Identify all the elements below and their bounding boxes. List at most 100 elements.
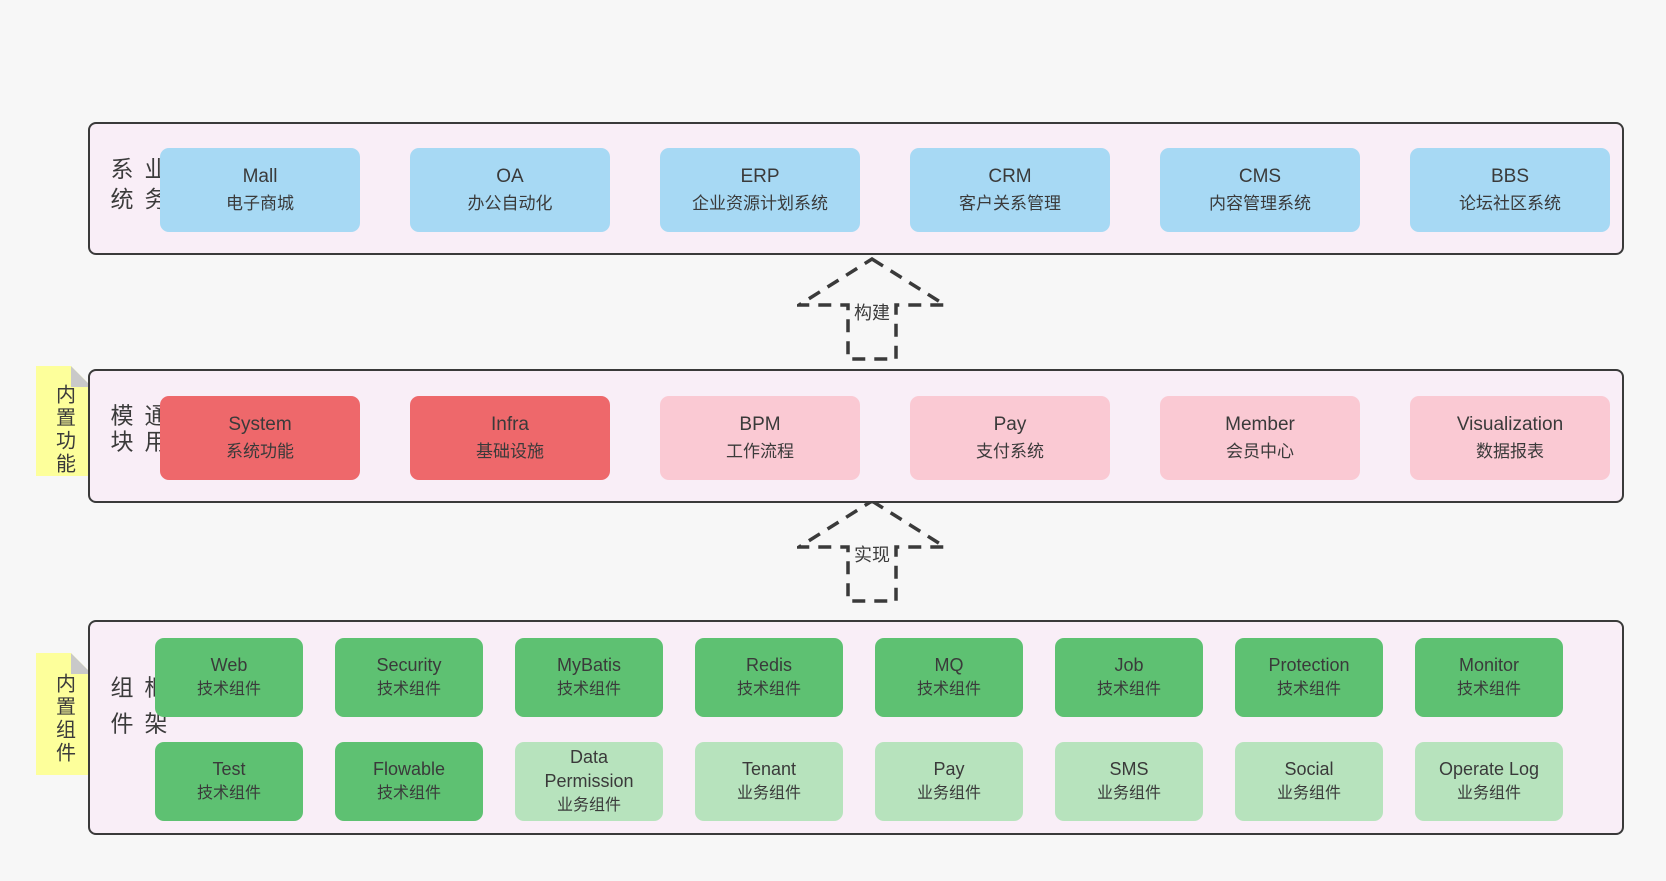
box-web-name: Web [210, 654, 248, 675]
box-pay-desc: 支付系统 [976, 442, 1044, 462]
box-data-permission: Data Permission 业务组件 [515, 742, 663, 821]
box-mybatis-name: MyBatis [556, 654, 621, 675]
box-protection: Protection 技术组件 [1235, 638, 1383, 717]
band-business-systems: 业务系统 Mall 电子商城 OA 办公自动化 ERP 企业资源计划系统 CRM… [88, 122, 1624, 255]
box-flowable: Flowable 技术组件 [335, 742, 483, 821]
box-operate-log-desc: 业务组件 [1456, 785, 1521, 803]
modules-box-row: System 系统功能 Infra 基础设施 BPM 工作流程 Pay 支付系统… [160, 396, 1610, 480]
box-mq: MQ 技术组件 [875, 638, 1023, 717]
box-mybatis: MyBatis 技术组件 [515, 638, 663, 717]
box-mq-desc: 技术组件 [916, 681, 981, 699]
build-arrow: 构建 [797, 257, 947, 361]
arrow-up-icon [797, 257, 947, 361]
box-web-desc: 技术组件 [196, 681, 261, 699]
box-flowable-name: Flowable [372, 758, 446, 779]
box-cms: CMS 内容管理系统 [1160, 148, 1360, 232]
box-pay-biz: Pay 业务组件 [875, 742, 1023, 821]
box-job: Job 技术组件 [1055, 638, 1203, 717]
box-operate-log-name: Operate Log [1438, 758, 1540, 779]
box-flowable-desc: 技术组件 [376, 785, 441, 803]
box-erp: ERP 企业资源计划系统 [660, 148, 860, 232]
components-box-row-1: Web 技术组件 Security 技术组件 MyBatis 技术组件 Redi… [155, 638, 1563, 717]
box-oa: OA 办公自动化 [410, 148, 610, 232]
business-box-row: Mall 电子商城 OA 办公自动化 ERP 企业资源计划系统 CRM 客户关系… [160, 148, 1610, 232]
box-erp-desc: 企业资源计划系统 [692, 194, 828, 214]
box-infra: Infra 基础设施 [410, 396, 610, 480]
box-pay-name: Pay [993, 413, 1027, 435]
box-mall-name: Mall [242, 165, 278, 187]
band-framework-components: 框架组件 Web 技术组件 Security 技术组件 MyBatis 技术组件… [88, 620, 1624, 835]
box-member-name: Member [1225, 413, 1295, 435]
box-mybatis-desc: 技术组件 [556, 681, 621, 699]
box-pay-biz-desc: 业务组件 [916, 785, 981, 803]
box-pay-biz-name: Pay [933, 758, 965, 779]
box-job-name: Job [1114, 654, 1144, 675]
box-test: Test 技术组件 [155, 742, 303, 821]
sticky-built-in-components: 内置组件 [36, 653, 92, 775]
box-test-desc: 技术组件 [196, 785, 261, 803]
box-bpm-desc: 工作流程 [726, 442, 794, 462]
box-infra-name: Infra [490, 413, 530, 435]
box-security-desc: 技术组件 [376, 681, 441, 699]
box-redis-name: Redis [745, 654, 793, 675]
box-data-permission-name: Data Permission [544, 747, 634, 791]
box-erp-name: ERP [740, 165, 780, 187]
box-protection-desc: 技术组件 [1276, 681, 1341, 699]
box-cms-desc: 内容管理系统 [1209, 194, 1311, 214]
box-sms-desc: 业务组件 [1096, 785, 1161, 803]
box-job-desc: 技术组件 [1096, 681, 1161, 699]
box-tenant-name: Tenant [741, 758, 797, 779]
box-infra-desc: 基础设施 [476, 442, 544, 462]
components-box-row-2: Test 技术组件 Flowable 技术组件 Data Permission … [155, 742, 1563, 821]
box-test-name: Test [212, 758, 246, 779]
box-operate-log: Operate Log 业务组件 [1415, 742, 1563, 821]
box-mall: Mall 电子商城 [160, 148, 360, 232]
box-crm: CRM 客户关系管理 [910, 148, 1110, 232]
build-arrow-label: 构建 [851, 298, 893, 326]
box-bbs-name: BBS [1490, 165, 1530, 187]
box-social-desc: 业务组件 [1276, 785, 1341, 803]
box-cms-name: CMS [1238, 165, 1282, 187]
implement-arrow-label: 实现 [851, 540, 893, 568]
box-monitor: Monitor 技术组件 [1415, 638, 1563, 717]
arrow-up-icon [797, 499, 947, 603]
box-visualization: Visualization 数据报表 [1410, 396, 1610, 480]
box-visualization-desc: 数据报表 [1476, 442, 1544, 462]
box-visualization-name: Visualization [1456, 413, 1564, 435]
box-bbs: BBS 论坛社区系统 [1410, 148, 1610, 232]
box-system-name: System [228, 413, 292, 435]
box-bpm: BPM 工作流程 [660, 396, 860, 480]
box-member-desc: 会员中心 [1226, 442, 1294, 462]
sticky-built-in-features: 内置功能 [36, 366, 92, 476]
box-system: System 系统功能 [160, 396, 360, 480]
implement-arrow: 实现 [797, 499, 947, 603]
box-security-name: Security [376, 654, 442, 675]
box-bbs-desc: 论坛社区系统 [1459, 194, 1561, 214]
box-mall-desc: 电子商城 [226, 194, 294, 214]
band-common-modules: 通用模块 System 系统功能 Infra 基础设施 BPM 工作流程 Pay… [88, 369, 1624, 503]
box-oa-name: OA [496, 165, 524, 187]
box-tenant: Tenant 业务组件 [695, 742, 843, 821]
box-oa-desc: 办公自动化 [467, 194, 553, 214]
box-pay: Pay 支付系统 [910, 396, 1110, 480]
box-bpm-name: BPM [739, 413, 781, 435]
box-crm-desc: 客户关系管理 [959, 194, 1061, 214]
box-redis-desc: 技术组件 [736, 681, 801, 699]
box-monitor-desc: 技术组件 [1456, 681, 1521, 699]
box-crm-name: CRM [988, 165, 1032, 187]
box-security: Security 技术组件 [335, 638, 483, 717]
box-social: Social 业务组件 [1235, 742, 1383, 821]
sticky-components-label: 内置组件 [52, 673, 75, 765]
box-sms-name: SMS [1109, 758, 1149, 779]
box-sms: SMS 业务组件 [1055, 742, 1203, 821]
sticky-features-label: 内置功能 [52, 384, 75, 476]
box-mq-name: MQ [934, 654, 964, 675]
box-data-permission-desc: 业务组件 [556, 796, 621, 814]
box-member: Member 会员中心 [1160, 396, 1360, 480]
box-protection-name: Protection [1268, 654, 1350, 675]
box-social-name: Social [1284, 758, 1334, 779]
box-system-desc: 系统功能 [226, 442, 294, 462]
box-monitor-name: Monitor [1458, 654, 1520, 675]
box-tenant-desc: 业务组件 [736, 785, 801, 803]
